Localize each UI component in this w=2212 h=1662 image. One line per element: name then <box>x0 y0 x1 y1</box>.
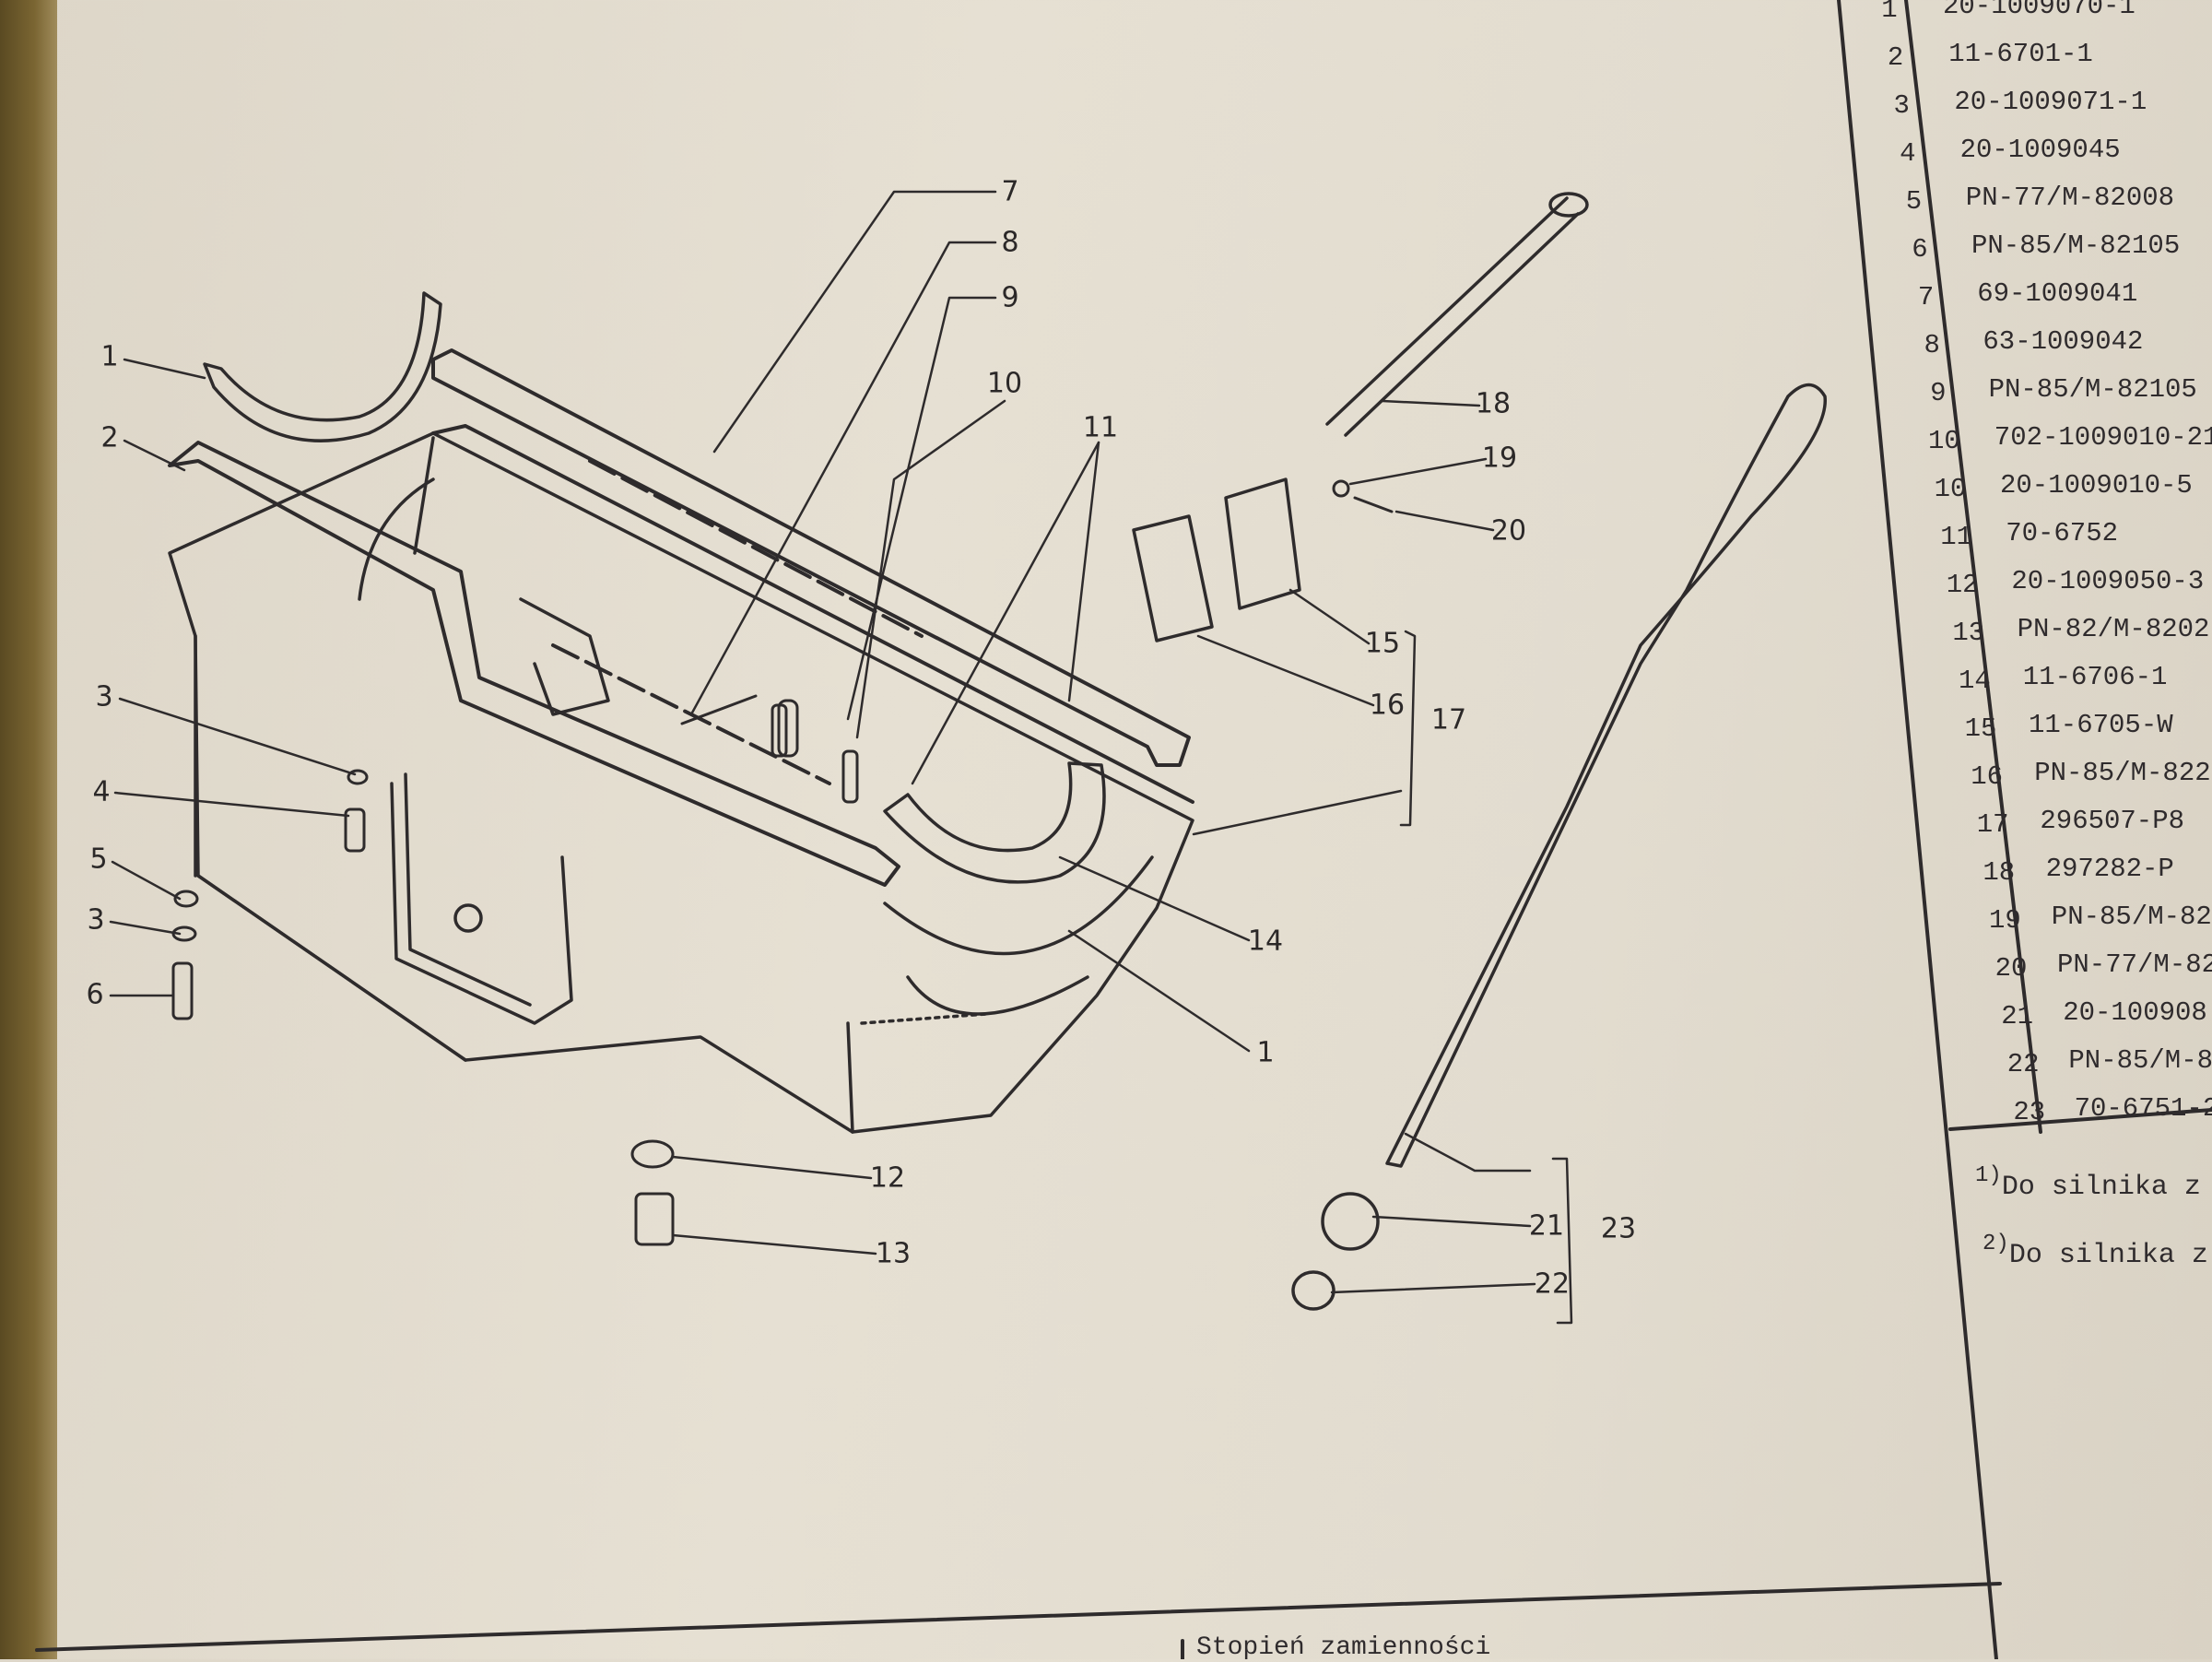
callout-8: 8 <box>1001 226 1019 259</box>
table-row-part-number: 70-6751-2 <box>2074 1093 2212 1124</box>
callout-2: 2 <box>100 421 119 454</box>
callout-5: 5 <box>89 843 108 876</box>
callout-21: 21 <box>1528 1209 1565 1243</box>
callout-19: 19 <box>1481 442 1518 475</box>
footnote-1: 1)Do silnika z <box>1975 1163 2201 1203</box>
table-row-number: 3 <box>1893 90 1910 121</box>
dipstick-23 <box>1291 383 1827 1311</box>
callout-14: 14 <box>1247 925 1284 958</box>
footnote-2: 2)Do silnika z <box>1983 1232 2208 1271</box>
table-row-part-number: PN-77/M-82 <box>2057 949 2212 980</box>
table-row-part-number: 63-1009042 <box>1983 326 2144 357</box>
footnote-text: Do silnika z <box>2001 1172 2201 1203</box>
table-row-part-number: 20-1009071-1 <box>1954 87 2147 117</box>
table-row-part-number: 20-1009070-1 <box>1943 0 2136 21</box>
table-row-part-number: 20-1009045 <box>1959 135 2121 165</box>
plug-12-13 <box>630 1139 675 1246</box>
table-row-part-number: 702-1009010-21 <box>1994 422 2212 453</box>
table-row-number: 22 <box>2006 1049 2040 1079</box>
table-row-number: 10 <box>1927 426 1960 456</box>
table-row-part-number: PN-85/M-82 <box>2051 902 2212 932</box>
table-row-part-number: 20-100908 <box>2063 997 2207 1028</box>
callout-20: 20 <box>1490 514 1527 548</box>
washer-19 <box>1332 479 1350 498</box>
seal-1-top <box>203 291 442 442</box>
gasket-2 <box>168 348 1194 887</box>
callout-17: 17 <box>1430 703 1467 737</box>
callout-18: 18 <box>1475 387 1512 420</box>
interchangeability-header: Stopień zamienności <box>1196 1633 1491 1662</box>
table-row-part-number: 11-6705-W <box>2029 710 2173 740</box>
callout-13: 13 <box>875 1237 912 1270</box>
table-row-number: 8 <box>1924 330 1940 360</box>
bolt-20 <box>1353 496 1394 513</box>
table-row-part-number: 20-1009050-3 <box>2011 566 2205 596</box>
table-row-part-number: 69-1009041 <box>1977 278 2138 309</box>
callout-10: 10 <box>986 367 1023 400</box>
table-row-part-number: 70-6752 <box>2006 518 2119 548</box>
fasteners-left <box>171 694 859 1020</box>
table-row-part-number: 11-6701-1 <box>1948 39 2093 69</box>
table-row-number: 4 <box>1900 138 1916 169</box>
table-row-number: 12 <box>1946 570 1979 600</box>
table-row-number: 19 <box>1988 905 2021 936</box>
callout-3: 3 <box>95 680 113 713</box>
table-row-part-number: PN-85/M-822 <box>2034 758 2211 788</box>
table-row-number: 18 <box>1983 857 2016 888</box>
callout-22: 22 <box>1534 1267 1571 1301</box>
table-row-number: 9 <box>1930 378 1947 408</box>
callout-23: 23 <box>1600 1212 1637 1245</box>
callout-6: 6 <box>86 978 104 1011</box>
table-row-part-number: PN-77/M-82008 <box>1965 183 2175 213</box>
table-row-number: 13 <box>1952 618 1985 648</box>
footnote-mark: 1) <box>1975 1163 2002 1188</box>
table-row-part-number: PN-85/M-82105 <box>1971 230 2181 261</box>
callout-1: 1 <box>100 340 119 373</box>
plate-16 <box>1132 514 1214 642</box>
table-row-part-number: 297282-P <box>2045 854 2174 884</box>
table-row-number: 10 <box>1934 474 1967 504</box>
table-row-number: 5 <box>1905 186 1923 217</box>
table-row-number: 16 <box>1971 761 2003 792</box>
table-row-number: 15 <box>1964 713 1997 744</box>
table-row-number: 23 <box>2013 1097 2046 1127</box>
table-row-number: 17 <box>1976 809 2009 840</box>
callout-3-lower: 3 <box>87 903 105 937</box>
leader-lines <box>109 190 1573 1325</box>
table-row-number: 20 <box>1994 953 2028 984</box>
callout-11: 11 <box>1082 411 1119 444</box>
table-row-part-number: PN-85/M-82105 <box>1988 374 2197 405</box>
table-row-number: 11 <box>1940 522 1972 552</box>
table-row-number: 7 <box>1917 282 1935 312</box>
callout-12: 12 <box>869 1161 906 1195</box>
table-row-part-number: PN-85/M-8 <box>2068 1045 2212 1076</box>
callout-1-lower: 1 <box>1256 1036 1275 1069</box>
table-row-number: 14 <box>1958 666 1991 696</box>
page-edge-background <box>0 0 57 1659</box>
callout-9: 9 <box>1001 281 1019 314</box>
dipstick-tube-18 <box>1325 192 1589 437</box>
seal-14 <box>883 761 1106 884</box>
table-row-part-number: 20-1009010-5 <box>2000 470 2193 501</box>
footnote-mark: 2) <box>1983 1232 2009 1256</box>
table-row-number: 21 <box>2001 1001 2033 1031</box>
table-row-part-number: PN-82/M-8202 <box>2017 614 2210 644</box>
plate-15 <box>1224 477 1301 610</box>
table-row-number: 2 <box>1887 42 1904 73</box>
callout-4: 4 <box>92 775 111 808</box>
table-row-number: 6 <box>1912 234 1928 265</box>
oil-pan <box>168 431 1194 1134</box>
callout-15: 15 <box>1364 627 1401 660</box>
table-row-part-number: 11-6706-1 <box>2022 662 2168 692</box>
table-row-number: 1 <box>1881 0 1898 25</box>
table-row-part-number: 296507-P8 <box>2040 806 2185 836</box>
parts-table-frame <box>35 0 2212 1659</box>
callout-7: 7 <box>1001 175 1019 208</box>
callout-16: 16 <box>1369 689 1406 722</box>
footnote-text: Do silnika z <box>2008 1240 2208 1271</box>
